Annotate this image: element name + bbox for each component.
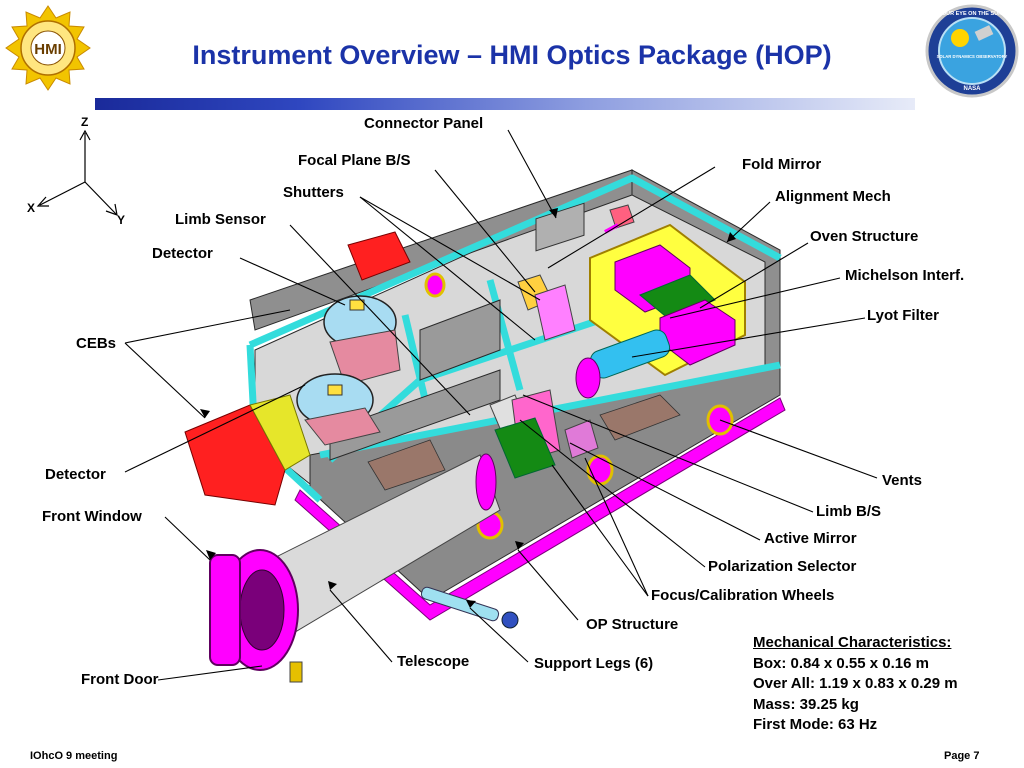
label-connector-panel: Connector Panel bbox=[364, 115, 484, 132]
brown-pad-2 bbox=[599, 394, 681, 441]
mechanical-mass: Mass: 39.25 kg bbox=[753, 695, 859, 713]
label-lyot-filter: Lyot Filter bbox=[867, 307, 939, 324]
fold-mirror bbox=[604, 223, 619, 234]
detector-upper-mount bbox=[329, 329, 401, 386]
ceb-upper bbox=[347, 231, 411, 281]
front-door-latch bbox=[289, 661, 303, 683]
label-front-window: Front Window bbox=[42, 508, 142, 525]
telescope-flange bbox=[475, 453, 497, 511]
polarization-selector bbox=[564, 419, 599, 459]
shutters bbox=[534, 284, 576, 341]
lyot-flange bbox=[575, 357, 601, 399]
label-oven-structure: Oven Structure bbox=[810, 228, 919, 245]
partition-wall-1 bbox=[419, 299, 501, 381]
label-op-structure: OP Structure bbox=[586, 616, 679, 633]
title-underline-bar bbox=[95, 98, 915, 110]
axis-z-label: Z bbox=[81, 115, 89, 129]
label-detector-bottom: Detector bbox=[45, 466, 106, 483]
hmi-logo: HMI bbox=[5, 5, 91, 91]
mechanical-first-mode: First Mode: 63 Hz bbox=[753, 716, 878, 733]
footer-meeting: IOhcO 9 meeting bbox=[30, 750, 118, 762]
label-fold-mirror: Fold Mirror bbox=[742, 156, 822, 173]
sdo-logo-text: SOLAR DYNAMICS OBSERVATORY bbox=[937, 54, 1008, 59]
label-alignment-mech: Alignment Mech bbox=[775, 188, 891, 205]
label-cebs: CEBs bbox=[76, 335, 117, 352]
brown-pad-1 bbox=[367, 439, 446, 491]
mechanical-overall: Over All: 1.19 x 0.83 x 0.29 m bbox=[753, 675, 958, 692]
label-limb-sensor: Limb Sensor bbox=[175, 211, 266, 228]
label-focal-plane-bs: Focal Plane B/S bbox=[298, 152, 411, 169]
mechanical-box: Box: 0.84 x 0.55 x 0.16 m bbox=[753, 654, 929, 672]
ceb-lower bbox=[184, 404, 286, 506]
footer-page: Page 7 bbox=[944, 750, 980, 762]
mechanical-heading: Mechanical Characteristics: bbox=[753, 634, 952, 651]
label-active-mirror: Active Mirror bbox=[764, 530, 857, 547]
front-door bbox=[209, 554, 241, 666]
label-front-door: Front Door bbox=[81, 671, 159, 688]
label-telescope: Telescope bbox=[397, 653, 470, 670]
label-polarization-selector: Polarization Selector bbox=[708, 558, 857, 575]
sdo-logo-agency: NASA bbox=[963, 86, 981, 92]
sdo-logo: OUR EYE ON THE SUN SOLAR DYNAMICS OBSERV… bbox=[925, 4, 1019, 98]
label-limb-bs: Limb B/S bbox=[816, 503, 882, 520]
detector-lower-chip bbox=[327, 384, 343, 396]
page-title: Instrument Overview – HMI Optics Package… bbox=[192, 40, 832, 70]
partition-wall-2 bbox=[329, 369, 501, 461]
connector-panel bbox=[535, 202, 585, 252]
leader-lines bbox=[124, 129, 878, 681]
label-shutters: Shutters bbox=[283, 184, 344, 201]
label-vents: Vents bbox=[882, 472, 923, 489]
axes-triad bbox=[36, 129, 118, 216]
alignment-mech bbox=[609, 204, 635, 229]
leader-arrowheads bbox=[200, 208, 736, 608]
front-window bbox=[239, 569, 285, 651]
mechanical-characteristics: Mechanical Characteristics: Box: 0.84 x … bbox=[753, 633, 958, 736]
label-support-legs: Support Legs (6) bbox=[534, 655, 654, 672]
label-detector-top: Detector bbox=[152, 245, 213, 262]
support-leg-foot bbox=[501, 611, 519, 629]
sdo-logo-ring-text: OUR EYE ON THE SUN bbox=[942, 11, 1002, 17]
axis-x-label: X bbox=[27, 201, 36, 215]
support-leg bbox=[420, 586, 500, 622]
green-block bbox=[639, 274, 716, 321]
detector-lower-mount bbox=[304, 407, 381, 446]
label-michelson: Michelson Interf. bbox=[845, 267, 965, 284]
detector-upper-chip bbox=[349, 299, 365, 311]
label-focus-calibration-wheels: Focus/Calibration Wheels bbox=[651, 587, 835, 604]
hmi-logo-text: HMI bbox=[34, 41, 62, 58]
axis-y-label: Y bbox=[117, 213, 126, 227]
magenta-base-plate bbox=[294, 397, 786, 621]
